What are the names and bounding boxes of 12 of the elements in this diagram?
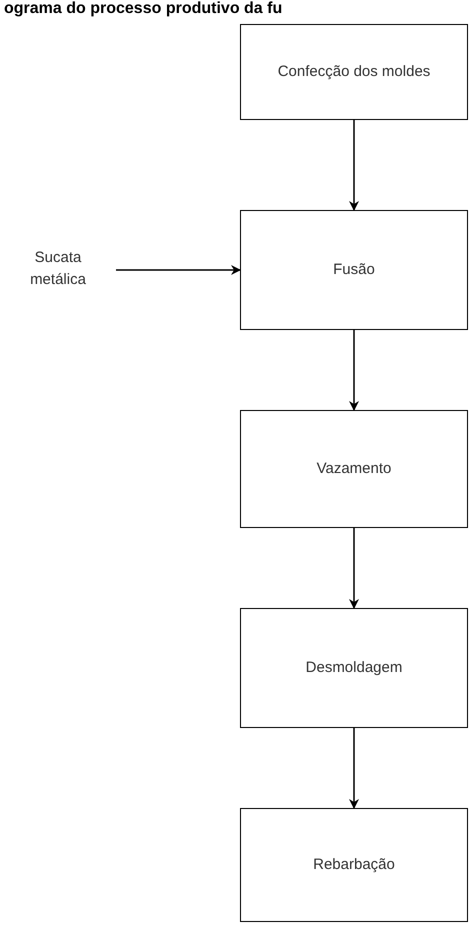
arrow <box>116 265 241 275</box>
process-box: Vazamento <box>240 410 468 528</box>
input-label: Sucata metálica <box>14 238 102 300</box>
process-box: Rebarbação <box>240 808 468 922</box>
diagram-title: ograma do processo produtivo da fu <box>4 0 282 18</box>
process-box: Fusão <box>240 210 468 330</box>
arrow <box>349 120 359 211</box>
arrow <box>349 728 359 809</box>
process-box: Desmoldagem <box>240 608 468 728</box>
process-box: Confecção dos moldes <box>240 24 468 120</box>
arrow <box>349 330 359 411</box>
arrow <box>349 528 359 609</box>
